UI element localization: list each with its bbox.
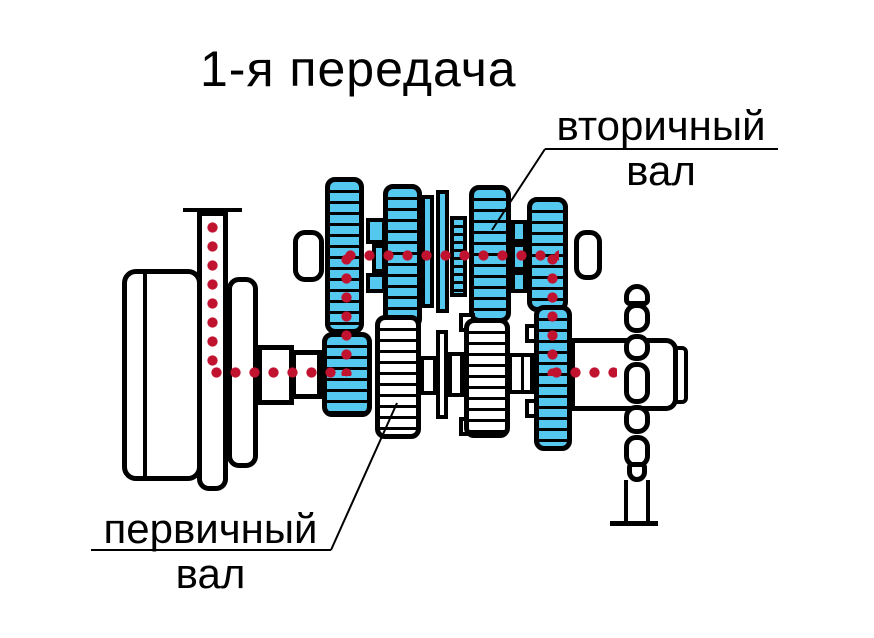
hub-bottom [448, 352, 464, 397]
secondary-shaft-left-bearing [293, 230, 324, 282]
gear-bottom-2 [375, 315, 421, 439]
flywheel [122, 269, 202, 481]
secondary-shaft-label-line2: вал [626, 147, 696, 194]
power-path-clutch-vertical [207, 218, 218, 370]
diagram-title: 1-я передача [200, 41, 517, 97]
clutch-shaft-cap [183, 208, 242, 212]
gear-bottom-3 [464, 318, 510, 438]
secondary-shaft-right-bearing [574, 230, 602, 280]
shift-plate-bottom [436, 330, 448, 419]
primary-shaft-label-line1: первичный [103, 505, 318, 552]
chain-link [624, 405, 650, 434]
collar-bottom [508, 353, 534, 394]
power-path-secondary-horizontal [341, 250, 559, 261]
primary-shaft-label: первичный вал [88, 506, 333, 596]
power-path-output-horizontal [547, 367, 617, 378]
output-end-cap [674, 346, 688, 404]
chain-link-bottom-arch [627, 462, 647, 482]
dog-tab-top-2a [511, 220, 527, 243]
chain-run-left-line [624, 480, 628, 524]
chain-link [624, 303, 650, 333]
power-path-up-first-mesh [341, 250, 352, 376]
chain-link [624, 334, 650, 361]
secondary-shaft-label-line1: вторичный [556, 102, 766, 149]
dog-tab-top-2b [511, 271, 527, 293]
collar-line [521, 357, 524, 390]
primary-shaft-label-line2: вал [175, 550, 246, 597]
flywheel-face-line [143, 274, 147, 476]
chain-cutoff-bar [610, 521, 658, 526]
power-path-down-output-mesh [547, 250, 558, 376]
chain-run-right-line [646, 480, 650, 524]
secondary-shaft-label: вторичный вал [543, 103, 779, 193]
power-path-input-horizontal [207, 367, 347, 378]
chain-link [624, 362, 650, 404]
spacer-bottom [420, 356, 437, 395]
